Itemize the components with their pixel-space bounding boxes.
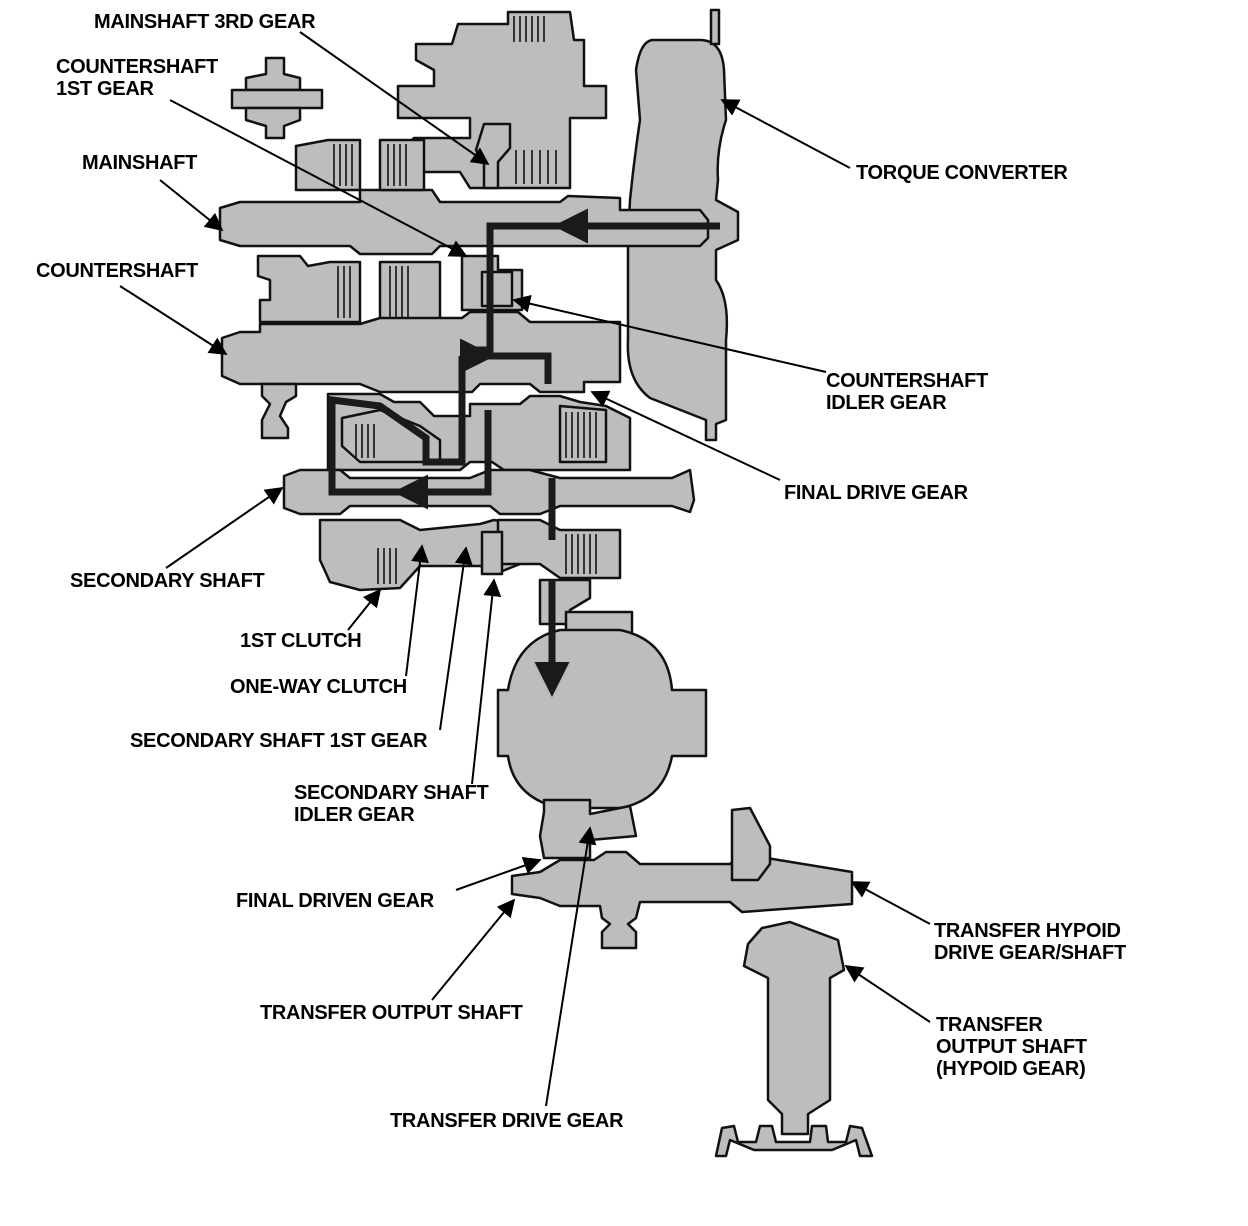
label-line: TRANSFER HYPOID xyxy=(934,920,1121,942)
mainshaft-3rd-gear-pack xyxy=(396,10,608,190)
label-line: IDLER GEAR xyxy=(294,804,415,826)
label-line: TRANSFER xyxy=(936,1014,1043,1036)
label-transfer-output-shaft-hypoid-gear: TRANSFER OUTPUT SHAFT (HYPOID GEAR) xyxy=(936,1014,1087,1080)
label-line: SECONDARY SHAFT xyxy=(294,782,489,804)
label-countershaft: COUNTERSHAFT xyxy=(36,260,198,282)
transfer-output-shaft xyxy=(510,850,854,950)
countershaft-gear-pack xyxy=(256,254,362,324)
label-one-way-clutch: ONE-WAY CLUTCH xyxy=(230,676,407,698)
label-line: (HYPOID GEAR) xyxy=(936,1058,1086,1080)
label-line: OUTPUT SHAFT xyxy=(936,1036,1087,1058)
output-yoke xyxy=(714,1124,874,1158)
label-secondary-shaft-idler-gear: SECONDARY SHAFT IDLER GEAR xyxy=(294,782,489,826)
label-transfer-output-shaft: TRANSFER OUTPUT SHAFT xyxy=(260,1002,523,1024)
label-line: COUNTERSHAFT xyxy=(56,56,218,78)
label-1st-clutch: 1ST CLUTCH xyxy=(240,630,362,652)
label-mainshaft: MAINSHAFT xyxy=(82,152,198,174)
label-torque-converter: TORQUE CONVERTER xyxy=(856,162,1068,184)
mainshaft-clutch-pack xyxy=(294,138,362,192)
final-driven-gear xyxy=(538,798,638,860)
label-secondary-shaft-1st-gear: SECONDARY SHAFT 1ST GEAR xyxy=(130,730,428,752)
label-line: COUNTERSHAFT xyxy=(826,370,988,392)
label-line: 1ST GEAR xyxy=(56,78,154,100)
transfer-hypoid-drive-gear xyxy=(730,806,772,882)
label-line: IDLER GEAR xyxy=(826,392,947,414)
differential xyxy=(496,628,708,810)
hypoid-gear-shaft xyxy=(742,920,846,1136)
label-countershaft-1st-gear: COUNTERSHAFT 1ST GEAR xyxy=(56,56,218,100)
power-flow-path xyxy=(328,208,720,690)
label-line: DRIVE GEAR/SHAFT xyxy=(934,942,1126,964)
countershaft xyxy=(220,310,622,394)
label-transfer-drive-gear: TRANSFER DRIVE GEAR xyxy=(390,1110,624,1132)
label-secondary-shaft: SECONDARY SHAFT xyxy=(70,570,265,592)
label-mainshaft-3rd-gear: MAINSHAFT 3RD GEAR xyxy=(94,11,316,33)
label-final-drive-gear: FINAL DRIVE GEAR xyxy=(784,482,968,504)
label-final-driven-gear: FINAL DRIVEN GEAR xyxy=(236,890,434,912)
label-countershaft-idler-gear: COUNTERSHAFT IDLER GEAR xyxy=(826,370,988,414)
torque-converter-stub xyxy=(709,8,721,46)
label-transfer-hypoid-drive-gear-shaft: TRANSFER HYPOID DRIVE GEAR/SHAFT xyxy=(934,920,1126,964)
left-gear-stub xyxy=(244,56,302,92)
